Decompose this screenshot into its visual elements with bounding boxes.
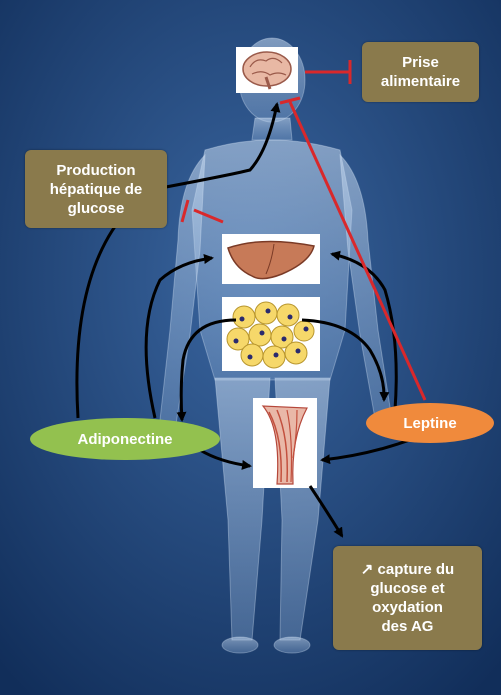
adipose-tile	[222, 297, 320, 371]
liver-icon	[222, 234, 320, 284]
liver-tile	[222, 234, 320, 284]
adipocytes-icon	[222, 297, 320, 371]
adiponectin-oval: Adiponectine	[30, 418, 220, 460]
brain-tile	[236, 47, 298, 93]
muscle-tile	[253, 398, 317, 488]
food-intake-box: Prise alimentaire	[362, 42, 479, 102]
glucose-uptake-box: ↗ capture du glucose et oxydation des AG	[333, 546, 482, 650]
brain-icon	[236, 47, 298, 93]
muscle-icon	[253, 398, 317, 488]
leptin-oval: Leptine	[366, 403, 494, 443]
hepatic-glucose-box: Production hépatique de glucose	[25, 150, 167, 228]
